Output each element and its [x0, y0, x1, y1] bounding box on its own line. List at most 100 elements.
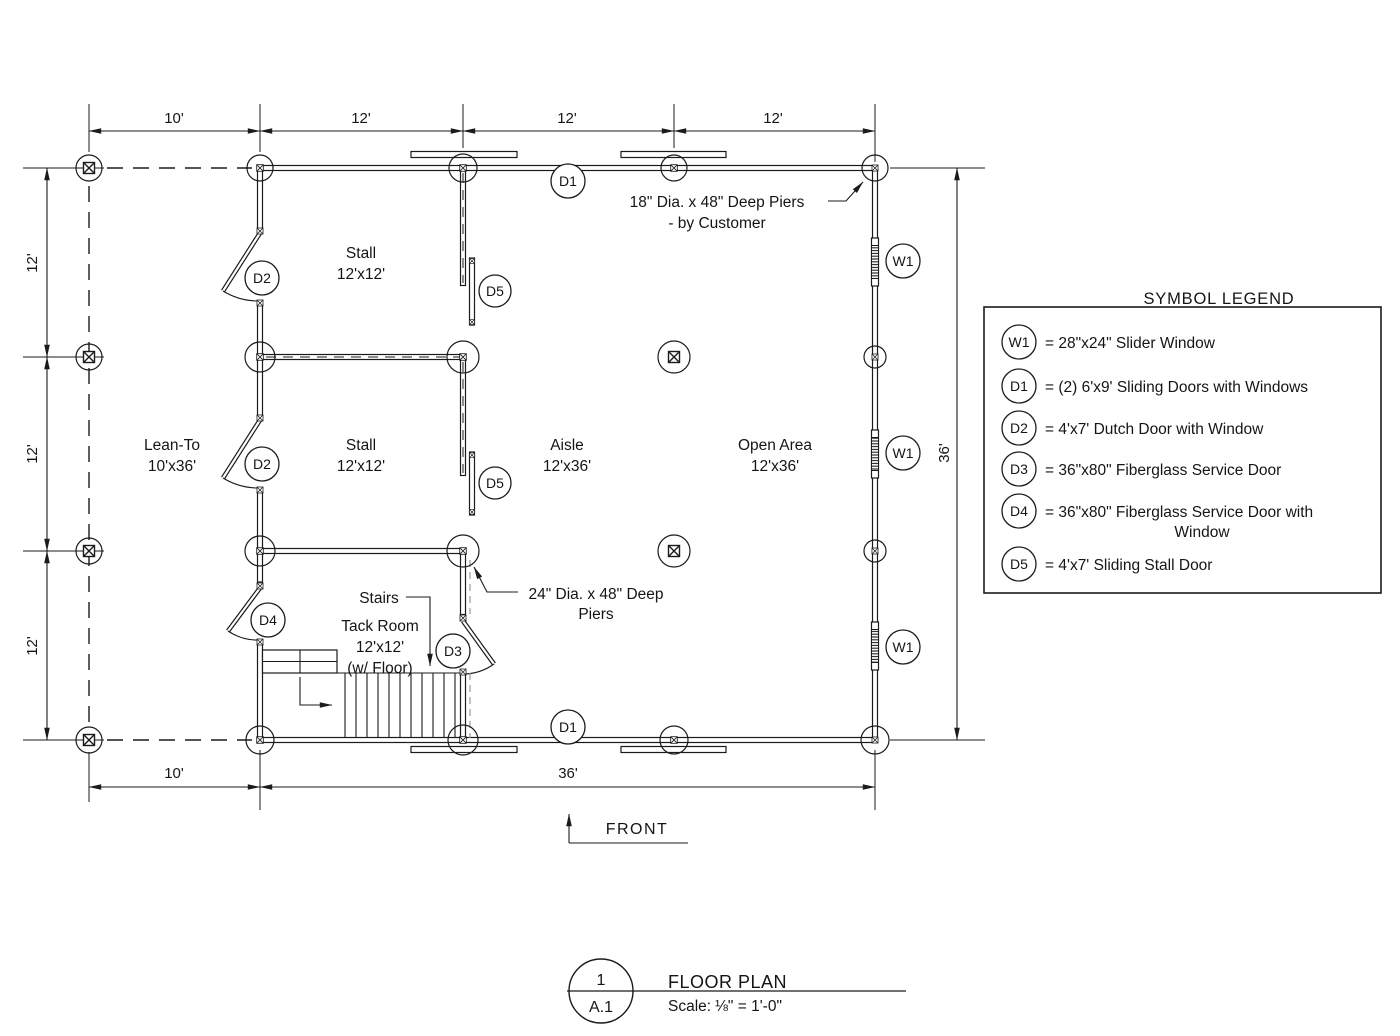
door-d2-1 — [221, 227, 264, 307]
pier — [246, 154, 274, 182]
pier — [863, 345, 887, 369]
stair-direction-arrow — [299, 677, 333, 708]
dim-top-3: 12' — [557, 110, 577, 127]
tag-d2-1: D2 — [244, 260, 280, 296]
tag-label: D2 — [253, 456, 271, 472]
window-w1-2 — [870, 429, 880, 479]
detail-bubble — [568, 958, 634, 1024]
tag-label: D3 — [444, 643, 462, 659]
dimension-lines: 10' 12' 12' 12' 12' 12' 12' 36' 10' 36' — [23, 104, 985, 810]
legend-item-d5: D5 = 4'x7' Sliding Stall Door — [1001, 546, 1212, 582]
tag-d4: D4 — [250, 602, 286, 638]
door-d3 — [459, 614, 496, 676]
symbol-tags: D1 D1 D2 D2 D3 D4 D5 D5 W1 W1 W1 — [244, 163, 921, 745]
pier — [657, 340, 691, 374]
tag-label: D4 — [259, 612, 277, 628]
door-d2-2 — [221, 414, 264, 494]
legend-description-line2: Window — [1174, 524, 1230, 541]
room-label-tack-room-note: (w/ Floor) — [347, 660, 412, 677]
pier — [863, 539, 887, 563]
dim-left-1: 12' — [24, 253, 41, 273]
sliding-door-panels-d5 — [468, 257, 476, 516]
room-label-tack-room-name: Tack Room — [341, 618, 419, 635]
tag-w1-1: W1 — [885, 243, 921, 279]
room-label-aisle-size: 12'x36' — [543, 458, 591, 475]
pier — [244, 341, 276, 373]
detail-number: 1 — [597, 972, 606, 989]
tag-d5-2: D5 — [478, 466, 512, 500]
window-w1-1 — [870, 237, 880, 287]
tag-label: W1 — [893, 445, 914, 461]
leader-stairs — [406, 596, 433, 667]
legend-description: = 36"x80" Fiberglass Service Door — [1045, 462, 1281, 479]
leader-piers-18 — [828, 181, 864, 202]
legend-description: = 28"x24" Slider Window — [1045, 335, 1216, 352]
annotations: 18" Dia. x 48" Deep Piers - by Customer … — [528, 194, 804, 623]
tag-label: W1 — [893, 639, 914, 655]
pier — [659, 725, 689, 755]
drawing-scale-value: ⅛" = 1'-0" — [715, 998, 782, 1015]
dim-bottom-1: 10' — [164, 765, 184, 782]
window-w1-3 — [870, 621, 880, 671]
tag-label: D2 — [253, 270, 271, 286]
pier — [446, 534, 480, 568]
pier — [447, 724, 479, 756]
tag-w1-2: W1 — [885, 435, 921, 471]
legend-item-d1: D1 = (2) 6'x9' Sliding Doors with Window… — [1001, 368, 1308, 404]
legend-item-w1: W1 = 28"x24" Slider Window — [1001, 324, 1216, 360]
room-label-stall-1-name: Stall — [346, 245, 376, 262]
sheet-ref: A.1 — [589, 999, 613, 1016]
pier — [861, 154, 889, 182]
room-label-stall-2-size: 12'x12' — [337, 458, 385, 475]
annotation-piers18-line1: 18" Dia. x 48" Deep Piers — [630, 194, 805, 211]
legend-title: SYMBOL LEGEND — [1144, 290, 1295, 308]
annotation-piers24-line1: 24" Dia. x 48" Deep — [528, 586, 663, 603]
dim-top-2: 12' — [351, 110, 371, 127]
dim-left-3: 12' — [24, 636, 41, 656]
pier — [75, 343, 103, 371]
legend-symbol: D1 — [1010, 378, 1028, 394]
front-label: FRONT — [606, 821, 669, 838]
legend-symbol: D5 — [1010, 556, 1028, 572]
tag-d5-1: D5 — [478, 274, 512, 308]
room-label-stall-2-name: Stall — [346, 437, 376, 454]
pier — [75, 537, 103, 565]
symbol-legend: SYMBOL LEGEND W1 = 28"x24" Slider Window… — [983, 290, 1382, 594]
legend-item-d4: D4 = 36"x80" Fiberglass Service Door wit… — [1001, 493, 1313, 541]
tag-label: D5 — [486, 283, 504, 299]
tag-label: D5 — [486, 475, 504, 491]
leader-lines — [406, 181, 864, 667]
dim-left-2: 12' — [24, 444, 41, 464]
tag-label: W1 — [893, 253, 914, 269]
pier — [244, 535, 276, 567]
pier — [75, 154, 103, 182]
room-label-lean-to-name: Lean-To — [144, 437, 200, 454]
dim-bottom-2: 36' — [558, 765, 578, 782]
annotation-piers18-line2: - by Customer — [668, 215, 765, 232]
room-label-lean-to-size: 10'x36' — [148, 458, 196, 475]
legend-box — [983, 306, 1382, 594]
piers — [75, 153, 890, 756]
pier — [446, 340, 480, 374]
legend-item-d2: D2 = 4'x7' Dutch Door with Window — [1001, 410, 1264, 446]
front-marker: FRONT — [566, 813, 688, 844]
room-label-aisle-name: Aisle — [550, 437, 584, 454]
legend-symbol: D4 — [1010, 503, 1028, 519]
pier — [245, 725, 275, 755]
title-block: 1 A.1 FLOOR PLAN Scale: ⅛" = 1'-0" — [567, 958, 906, 1024]
legend-description: = (2) 6'x9' Sliding Doors with Windows — [1045, 379, 1308, 396]
legend-symbol: D2 — [1010, 420, 1028, 436]
pier — [75, 726, 103, 754]
room-labels: Stall 12'x12' Lean-To 10'x36' Stall 12'x… — [144, 245, 812, 677]
dim-top-1: 10' — [164, 110, 184, 127]
tag-d2-2: D2 — [244, 446, 280, 482]
room-label-tack-room-size: 12'x12' — [356, 639, 404, 656]
tag-d3: D3 — [435, 633, 471, 669]
drawing-title: FLOOR PLAN — [668, 972, 787, 992]
stairs-label: Stairs — [359, 590, 399, 607]
pier — [448, 153, 478, 183]
drawing-scale-prefix: Scale: — [668, 998, 711, 1015]
room-label-open-area-size: 12'x36' — [751, 458, 799, 475]
pier — [657, 534, 691, 568]
